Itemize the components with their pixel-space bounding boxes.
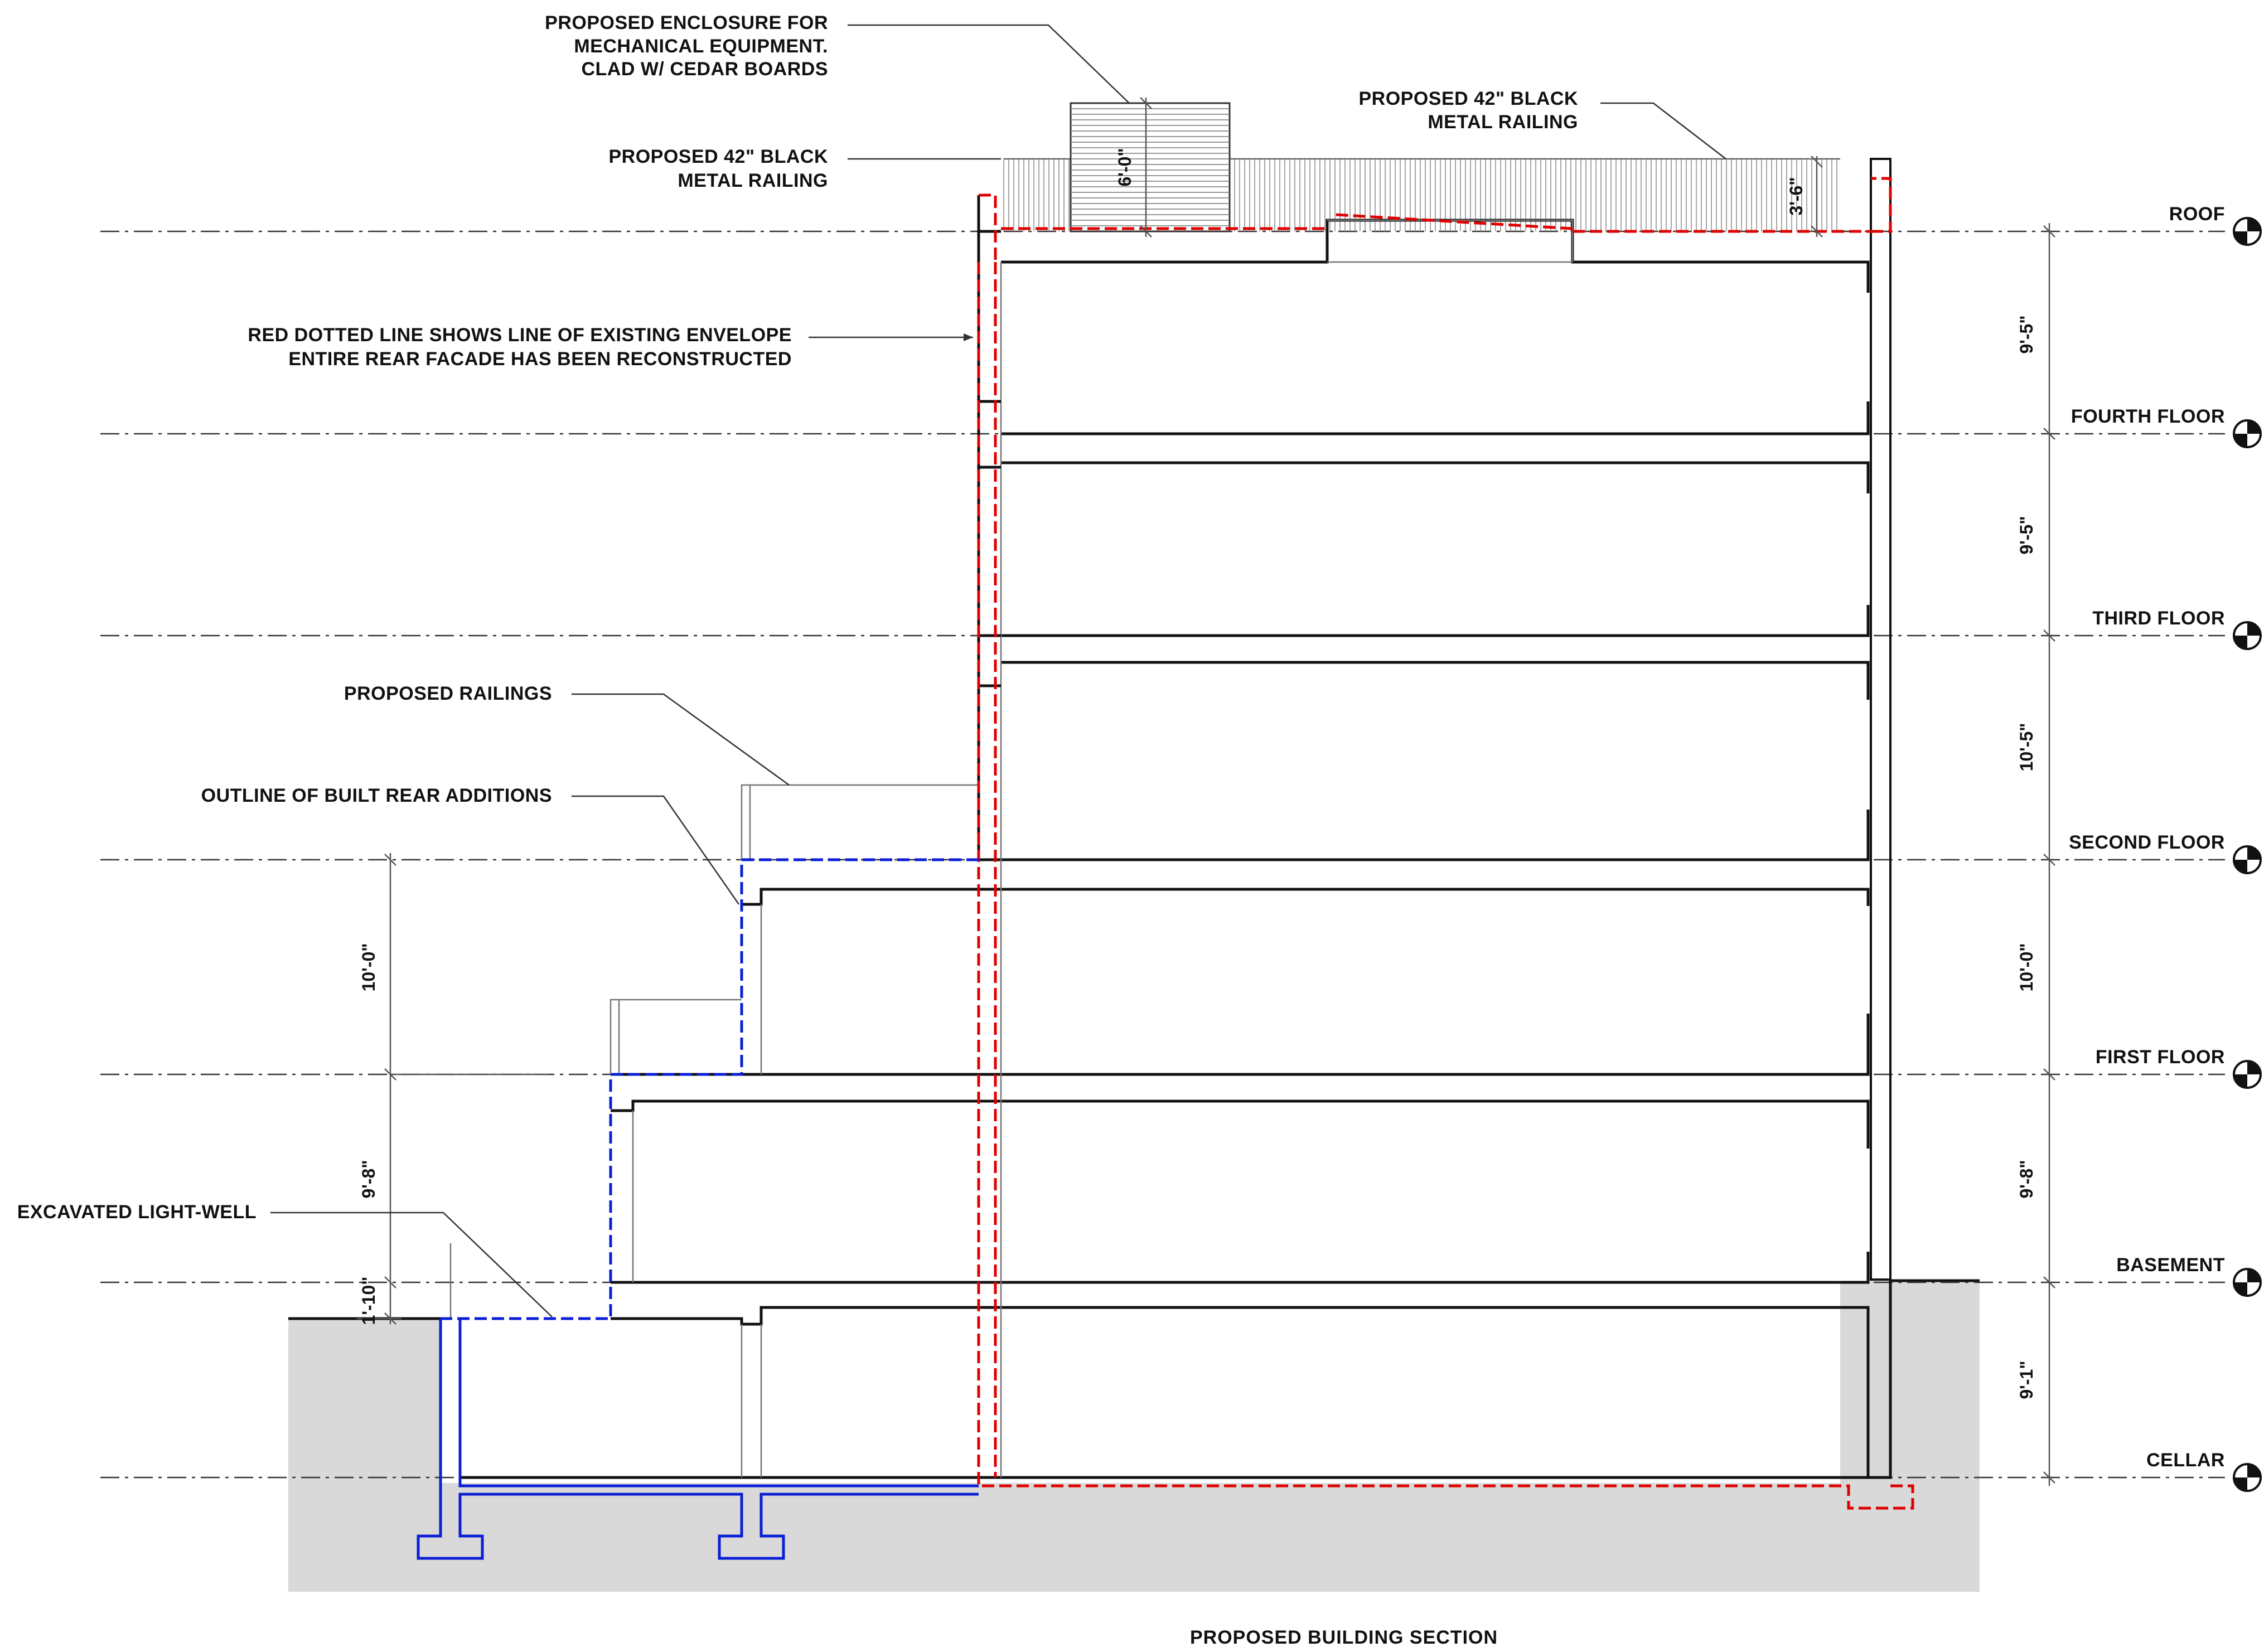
dim-railing-height: 3'-6" xyxy=(1786,177,1806,215)
dim-left-first-basement: 9'-8" xyxy=(359,1160,379,1198)
dim-roof-fourth: 9'-5" xyxy=(2016,315,2036,353)
level-marker-icon xyxy=(2233,1268,2262,1297)
level-marker-icon xyxy=(2233,1060,2262,1089)
proposed-railings xyxy=(449,784,979,1319)
dim-fourth-third: 9'-5" xyxy=(2016,516,2036,554)
dim-first-basement: 9'-8" xyxy=(2016,1160,2036,1198)
level-marker-icon xyxy=(2233,419,2262,448)
note-lightwell: EXCAVATED LIGHT-WELL xyxy=(17,1202,257,1223)
level-label-basement: BASEMENT xyxy=(2116,1254,2225,1276)
level-labels: ROOF FOURTH FLOOR THIRD FLOOR SECOND FLO… xyxy=(2069,204,2225,1471)
level-marker-icon xyxy=(2233,1463,2262,1492)
level-label-cellar: CELLAR xyxy=(2146,1450,2225,1471)
note-railings: PROPOSED RAILINGS xyxy=(344,683,552,704)
drawing-title: PROPOSED BUILDING SECTION xyxy=(1190,1627,1498,1648)
level-label-third: THIRD FLOOR xyxy=(2092,608,2225,629)
note-envelope-2: ENTIRE REAR FACADE HAS BEEN RECONSTRUCTE… xyxy=(288,348,792,370)
note-railing-right-2: METAL RAILING xyxy=(1428,112,1578,133)
roof-railing xyxy=(1003,159,1837,231)
dim-basement-cellar: 9'-1" xyxy=(2016,1360,2036,1399)
level-label-fourth: FOURTH FLOOR xyxy=(2071,406,2225,427)
right-dimensions: 9'-5" 9'-5" 10'-5" 10'-0" 9'-8" 9'-1" xyxy=(2016,223,2055,1486)
left-dimensions: 10'-0" 9'-8" 1'-10" xyxy=(357,853,549,1325)
level-markers xyxy=(2233,217,2262,1492)
dim-left-second-first: 10'-0" xyxy=(359,943,379,992)
dim-third-second: 10'-5" xyxy=(2016,723,2036,772)
note-railing-left-1: PROPOSED 42" BLACK xyxy=(608,146,828,167)
note-envelope-1: RED DOTTED LINE SHOWS LINE OF EXISTING E… xyxy=(248,324,792,346)
ground xyxy=(288,1279,1980,1592)
rear-additions-outline xyxy=(417,858,979,1560)
note-railing-right-1: PROPOSED 42" BLACK xyxy=(1358,88,1578,109)
level-marker-icon xyxy=(2233,845,2262,874)
level-label-roof: ROOF xyxy=(2169,204,2225,225)
level-label-second: SECOND FLOOR xyxy=(2069,832,2225,853)
existing-envelope-line xyxy=(977,177,1914,1510)
level-marker-icon xyxy=(2233,621,2262,650)
note-enclosure-1: PROPOSED ENCLOSURE FOR xyxy=(545,12,828,33)
mechanical-enclosure xyxy=(1070,102,1231,232)
note-railing-left-2: METAL RAILING xyxy=(678,170,828,191)
dim-second-first: 10'-0" xyxy=(2016,943,2036,992)
annotations: PROPOSED ENCLOSURE FOR MECHANICAL EQUIPM… xyxy=(17,12,1726,1317)
dim-enclosure-height: 6'-0" xyxy=(1115,148,1135,186)
note-additions: OUTLINE OF BUILT REAR ADDITIONS xyxy=(201,785,552,806)
note-enclosure-3: CLAD W/ CEDAR BOARDS xyxy=(581,59,828,80)
level-marker-icon xyxy=(2233,217,2262,246)
level-label-first: FIRST FLOOR xyxy=(2096,1047,2225,1068)
roof-dimensions: 6'-0" 3'-6" xyxy=(1115,97,1823,238)
dim-left-lightwell: 1'-10" xyxy=(359,1277,379,1325)
note-enclosure-2: MECHANICAL EQUIPMENT. xyxy=(574,36,828,57)
